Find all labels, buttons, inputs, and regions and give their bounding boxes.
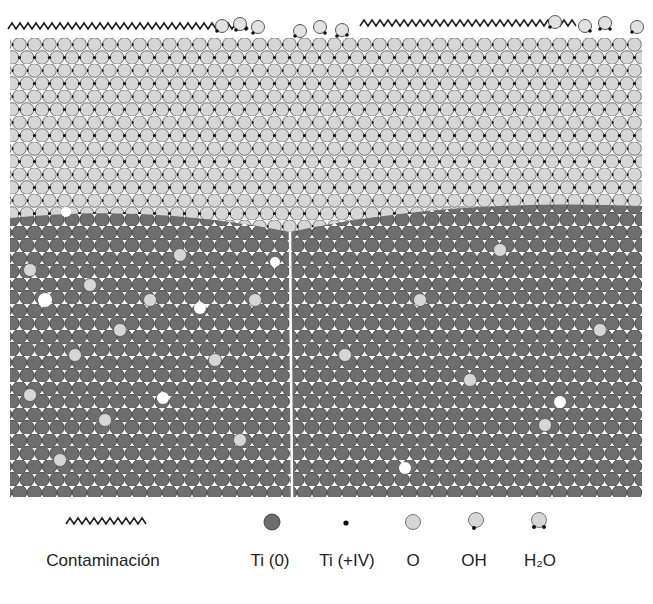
legend-label: OH <box>461 551 487 571</box>
legend-label: Ti (0) <box>250 551 289 571</box>
contamination <box>8 20 576 29</box>
legend-label: Contaminación <box>46 551 159 571</box>
oxygen-in-metal <box>24 244 607 467</box>
legend-label: O <box>406 551 419 571</box>
hydrogen-dots <box>215 25 634 38</box>
legend-symbols <box>66 513 547 531</box>
legend-label: H₂O <box>524 551 556 571</box>
vacancies <box>38 207 566 474</box>
surface-molecules <box>216 16 644 38</box>
titanium-metal <box>10 204 642 497</box>
legend-label: Ti (+IV) <box>319 551 375 571</box>
